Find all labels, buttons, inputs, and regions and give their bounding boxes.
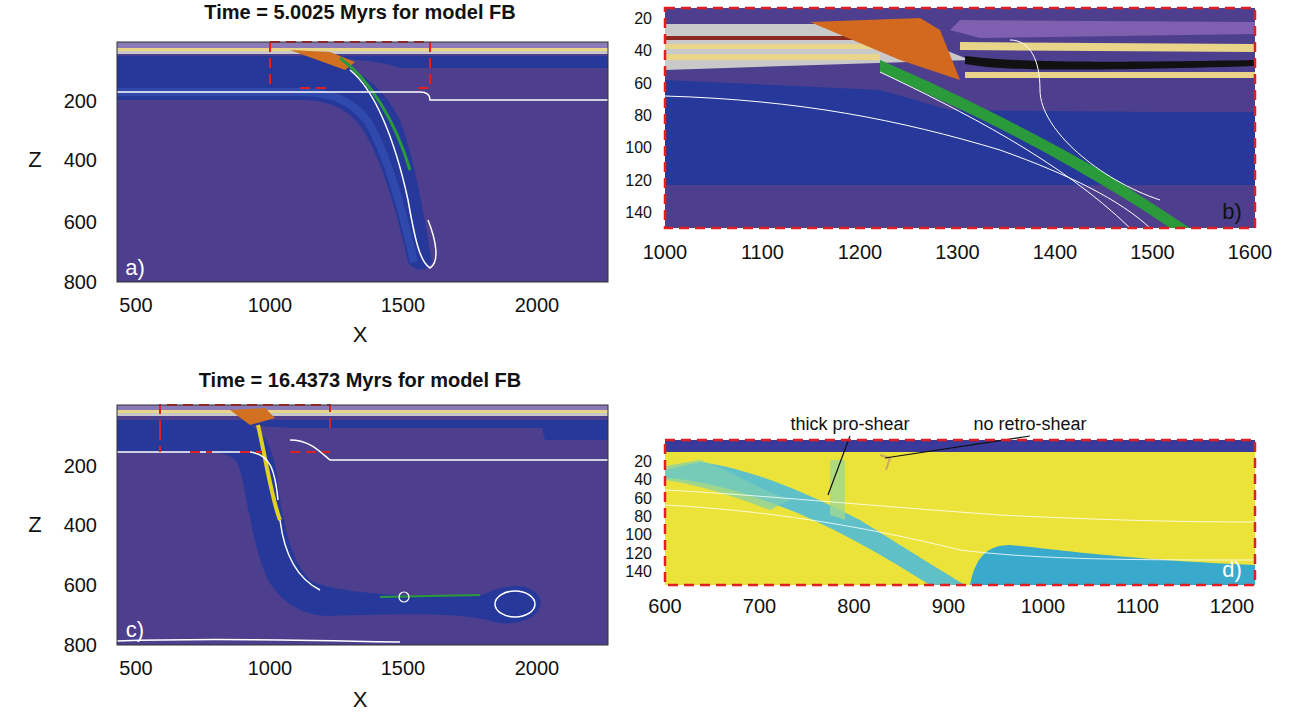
tick-label: 1600 [1228,242,1273,262]
tick-label: 100 [625,527,652,543]
tick-label: 60 [634,76,652,92]
tick-label: 800 [64,635,97,655]
tick-label: 600 [648,596,681,616]
tick-label: 40 [634,472,652,488]
tick-label: 1200 [838,242,883,262]
tick-label: 900 [932,596,965,616]
tick-label: 600 [64,212,97,232]
tick-label: 1400 [1033,242,1078,262]
panel-a-plot [117,42,608,282]
tick-label: 600 [64,575,97,595]
panel-letter: b) [1222,201,1242,223]
panel-title: Time = 16.4373 Myrs for model FB [199,370,522,390]
tick-label: 1000 [248,295,293,315]
tick-label: 1500 [381,658,426,678]
annotation: no retro-shear [973,415,1086,433]
tick-label: 120 [625,546,652,562]
tick-label: 1100 [1116,596,1159,616]
tick-label: 60 [634,491,652,507]
tick-label: 800 [64,272,97,292]
tick-label: 20 [634,454,652,470]
axis-label: Z [28,149,41,171]
tick-label: 80 [634,509,652,525]
panel-d-strain [665,436,1255,585]
tick-label: 2000 [515,658,560,678]
tick-label: 140 [625,205,652,221]
tick-label: 2000 [515,295,560,315]
tick-label: 1000 [248,658,293,678]
panel-title: Time = 5.0025 Myrs for model FB [204,2,515,22]
tick-label: 40 [634,43,652,59]
tick-label: 700 [743,596,776,616]
tick-label: 140 [625,564,652,580]
panel-letter: c) [126,619,144,641]
panel-b-zoom [665,8,1255,228]
tick-label: 120 [625,173,652,189]
tick-label: 1000 [643,242,688,262]
panel-letter: d) [1222,559,1242,581]
tick-label: 200 [64,456,97,476]
tick-label: 80 [634,108,652,124]
tick-label: 1500 [1130,242,1175,262]
tick-label: 400 [64,515,97,535]
axis-label: X [353,324,368,346]
tick-label: 1100 [741,242,784,262]
panel-c-plot [117,405,608,645]
tick-label: 1200 [1210,596,1255,616]
annotation: thick pro-shear [790,415,909,433]
tick-label: 400 [64,150,97,170]
tick-label: 20 [634,11,652,27]
tick-label: 1500 [381,295,426,315]
tick-label: 100 [625,140,652,156]
tick-label: 500 [119,658,152,678]
tick-label: 1000 [1021,596,1066,616]
axis-label: X [353,689,368,711]
tick-label: 500 [119,295,152,315]
tick-label: 1300 [935,242,980,262]
tick-label: 200 [64,91,97,111]
tick-label: 800 [837,596,870,616]
axis-label: Z [28,514,41,536]
panel-letter: a) [125,257,145,279]
